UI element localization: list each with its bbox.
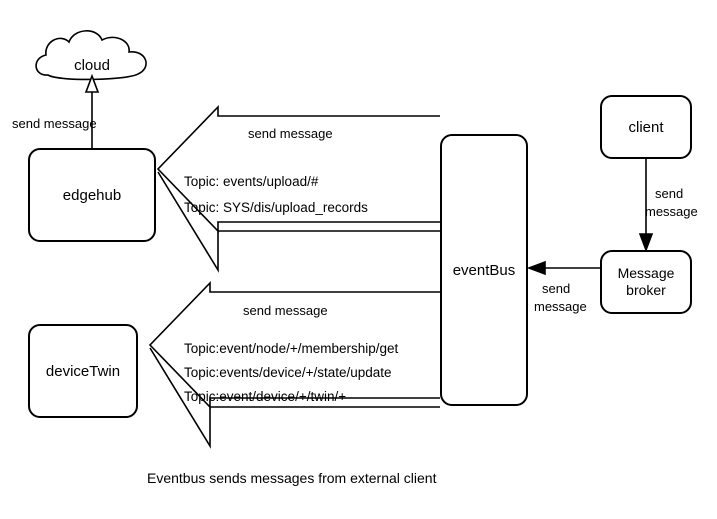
arrow-broker-to-eventbus <box>526 260 600 276</box>
node-devicetwin-label: deviceTwin <box>45 362 121 380</box>
arrow-edgehub-to-cloud <box>84 73 100 148</box>
node-message-broker[interactable]: Message broker <box>600 250 692 314</box>
diagram-caption: Eventbus sends messages from external cl… <box>147 470 437 486</box>
edge-label-broker-to-eventbus-line2: message <box>534 299 587 314</box>
node-edgehub-label: edgehub <box>62 186 122 204</box>
node-eventbus-label: eventBus <box>452 261 516 279</box>
node-cloud-label: cloud <box>74 57 110 74</box>
topic-devicetwin-3: Topic:event/device/+/twin/+ <box>184 389 347 404</box>
edge-label-client-to-broker-line2: message <box>645 204 698 219</box>
edge-label-edgehub-to-cloud: send message <box>12 116 97 131</box>
edge-label-eventbus-to-edgehub: send message <box>248 126 333 141</box>
node-edgehub[interactable]: edgehub <box>28 148 156 242</box>
edge-label-broker-to-eventbus-line1: send <box>542 281 571 296</box>
edge-label-eventbus-to-devicetwin: send message <box>243 303 328 318</box>
topic-edgehub-1: Topic: events/upload/# <box>184 174 319 189</box>
node-eventbus[interactable]: eventBus <box>440 134 528 406</box>
topic-devicetwin-2: Topic:events/device/+/state/update <box>184 365 392 380</box>
node-devicetwin[interactable]: deviceTwin <box>28 324 138 418</box>
node-message-broker-label-line1: Message <box>617 264 675 281</box>
node-client-label: client <box>628 118 664 136</box>
node-client[interactable]: client <box>600 95 692 159</box>
topic-devicetwin-1: Topic:event/node/+/membership/get <box>184 341 399 356</box>
topic-edgehub-2: Topic: SYS/dis/upload_records <box>184 200 368 215</box>
edge-label-client-to-broker-line1: send <box>655 186 684 201</box>
node-message-broker-label-line2: broker <box>626 282 666 298</box>
